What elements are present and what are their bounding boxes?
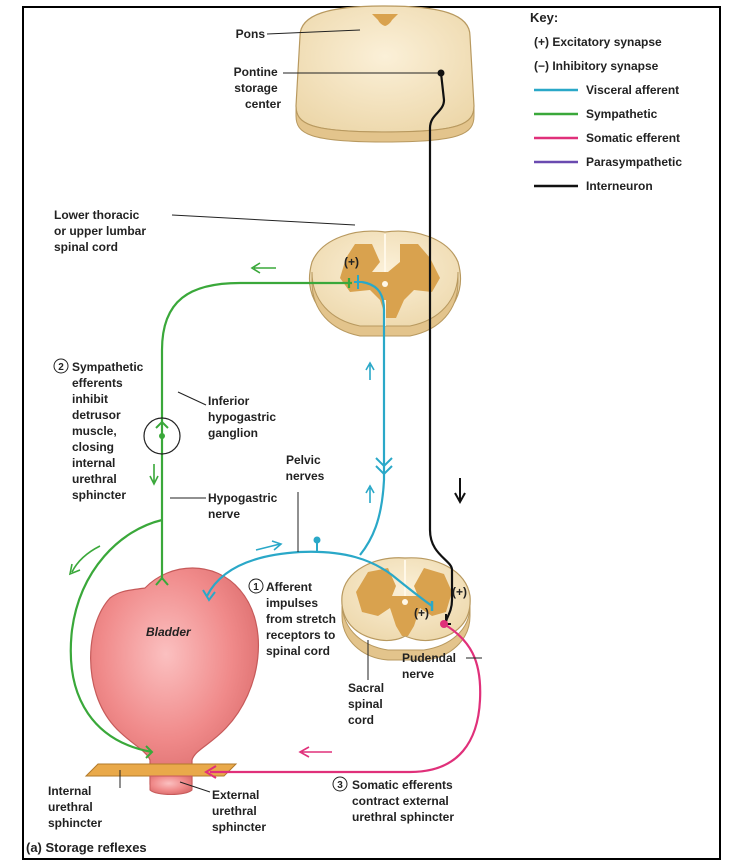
figure-caption: (a) Storage reflexes (26, 840, 147, 855)
label-plus-sacral-2: (+) (452, 585, 467, 599)
external-urethral-sphincter (86, 764, 236, 776)
label-internal-urethral-sphincter: Internal urethral sphincter (48, 784, 102, 830)
svg-text:3: 3 (337, 780, 343, 791)
key-title: Key: (530, 10, 558, 25)
afferent-arrow-up-1 (366, 363, 374, 380)
pons (296, 6, 474, 142)
key-legend: Key: (+) Excitatory synapse (−) Inhibito… (530, 10, 682, 193)
label-hypogastric-nerve: Hypogastric nerve (208, 491, 281, 521)
svg-text:2: 2 (58, 362, 64, 373)
key-label-4: Interneuron (586, 179, 653, 193)
label-pelvic-nerves: Pelvic nerves (286, 453, 325, 483)
sympathetic-arrow-down (150, 464, 158, 484)
interneuron-arrow (455, 478, 465, 502)
svg-text:Somatic efferents contra: Somatic efferents contract external uret… (352, 778, 456, 824)
label-external-urethral-sphincter: External urethral sphincter (212, 788, 266, 834)
ganglion-leader (178, 392, 206, 405)
somatic-arrow-left (300, 747, 332, 757)
interneuron-path (430, 73, 452, 622)
label-plus-thoracic: (+) (344, 255, 359, 269)
label-inferior-hypogastric-ganglion: Inferior hypogastric ganglion (208, 394, 279, 440)
key-label-0: Visceral afferent (586, 83, 679, 97)
label-pons: Pons (236, 27, 266, 41)
somatic-step-3: 3 Somatic efferents contract external ur… (333, 777, 456, 824)
afferent-arrow-up-2 (366, 486, 374, 503)
label-thoracic-cord: Lower thoracic or upper lumbar spinal co… (54, 208, 149, 254)
bladder (91, 568, 259, 784)
label-sacral-cord: Sacral spinal cord (348, 681, 387, 727)
svg-text:Afferent impulses: Afferent impulses from stretch receptors… (266, 580, 339, 658)
label-plus-sacral-1: (+) (414, 606, 429, 620)
key-label-2: Somatic efferent (586, 131, 680, 145)
key-excitatory: (+) Excitatory synapse (534, 35, 662, 49)
key-label-1: Sympathetic (586, 107, 658, 121)
key-inhibitory: (−) Inhibitory synapse (534, 59, 659, 73)
afferent-step-1: 1 Afferent impulses from stretch recepto… (249, 579, 339, 658)
svg-text:Sympathetic efferents: Sympathetic efferents inhibit detrusor m… (72, 360, 147, 502)
key-label-3: Parasympathetic (586, 155, 682, 169)
sympathetic-step-2: 2 Sympathetic efferents inhibit detrusor… (54, 359, 147, 502)
afferent-arrow-right (256, 541, 281, 550)
sympathetic-arrow-left (252, 263, 276, 273)
sympathetic-arrow-curve (70, 546, 100, 574)
thoracic-leader (172, 215, 355, 225)
label-pudendal-nerve: Pudendal nerve (402, 651, 459, 681)
svg-text:1: 1 (253, 582, 259, 593)
label-bladder: Bladder (146, 625, 192, 639)
label-pontine-storage-center: Pontine storage center (234, 65, 282, 111)
